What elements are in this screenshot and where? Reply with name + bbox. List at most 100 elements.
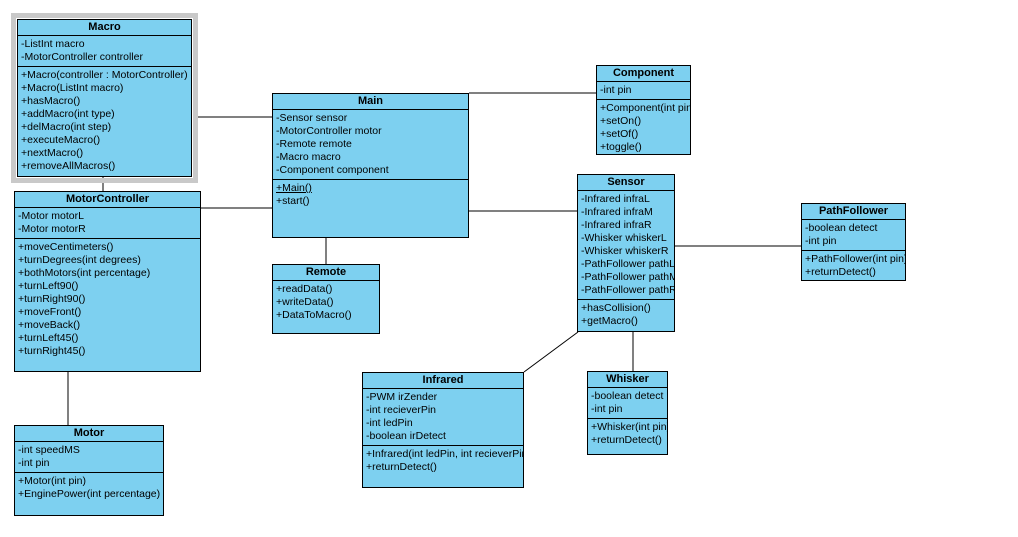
attributes-compartment: -int pin xyxy=(597,81,690,99)
method-row: +executeMacro() xyxy=(21,134,101,146)
class-title: Whisker xyxy=(606,373,649,385)
class-title: MotorController xyxy=(65,193,150,205)
method-row: +returnDetect() xyxy=(805,265,876,278)
attribute-row: -int speedMS xyxy=(18,444,80,456)
class-title: Infrared xyxy=(422,374,464,386)
method-row: +addMacro(int type) xyxy=(21,108,115,120)
attribute-row: -Motor motorR xyxy=(18,223,86,235)
method-row: +moveCentimeters() xyxy=(18,241,114,253)
methods-compartment: +Macro(controller : MotorController)+Mac… xyxy=(18,66,191,176)
method-row: +Infrared(int ledPin, int recieverPin) xyxy=(366,448,523,460)
attributes-compartment: -ListInt macro-MotorController controlle… xyxy=(18,35,191,66)
attribute-row: -Component component xyxy=(276,164,389,176)
attributes-compartment: -int speedMS-int pin xyxy=(15,441,163,472)
method-row: +nextMacro() xyxy=(21,147,84,159)
attribute-row: -Whisker whiskerR xyxy=(581,245,669,257)
class-box-motor[interactable]: Motor-int speedMS-int pin+Motor(int pin)… xyxy=(14,425,164,516)
method-row: +delMacro(int step) xyxy=(21,121,112,133)
method-row: +setOf() xyxy=(600,127,639,140)
attributes-compartment: -Infrared infraL-Infrared infraM-Infrare… xyxy=(578,190,674,299)
attribute-row: -PathFollower pathL xyxy=(581,258,674,270)
method-row: +turnRight45() xyxy=(18,345,86,357)
method-row: +moveFront() xyxy=(18,306,82,318)
class-title: Remote xyxy=(305,266,347,278)
attribute-row: -int recieverPin xyxy=(366,404,437,416)
method-row: +DataToMacro() xyxy=(276,309,352,321)
attribute-row: -MotorController motor xyxy=(276,125,382,137)
class-box-component[interactable]: Component-int pin+Component(int pin)+set… xyxy=(596,65,691,155)
methods-compartment: +Main()+start() xyxy=(273,179,468,237)
attribute-row: -ListInt macro xyxy=(21,38,85,50)
class-box-whisker[interactable]: Whisker-boolean detect-int pin+Whisker(i… xyxy=(587,371,668,455)
method-row: +Component(int pin) xyxy=(600,101,690,114)
attribute-row: -int pin xyxy=(600,84,632,96)
methods-compartment: +PathFollower(int pin)+returnDetect() xyxy=(802,249,905,281)
class-title: PathFollower xyxy=(818,205,889,217)
attribute-row: -boolean detect xyxy=(805,222,878,234)
attributes-compartment: -boolean detect-int pin xyxy=(802,219,905,250)
attribute-row: -int ledPin xyxy=(366,417,413,429)
class-box-infrared[interactable]: Infrared -PWM irZender-int recieverPin-in… xyxy=(362,372,524,488)
class-title: Component xyxy=(612,67,675,79)
attribute-row: -int pin xyxy=(18,457,50,469)
method-row: +moveBack() xyxy=(18,319,81,331)
attribute-row: -boolean irDetect xyxy=(366,430,446,442)
attribute-row: -Remote remote xyxy=(276,138,352,150)
method-row: +EnginePower(int percentage) xyxy=(18,488,161,500)
attribute-row: -PWM irZender xyxy=(366,391,438,403)
method-row: +returnDetect() xyxy=(591,434,662,446)
method-row: +PathFollower(int pin) xyxy=(805,252,905,265)
methods-compartment: +moveCentimeters()+turnDegrees(int degre… xyxy=(15,238,200,371)
class-box-main[interactable]: Main -Sensor sensor-MotorController motor… xyxy=(272,93,469,238)
method-row: +Macro(ListInt macro) xyxy=(21,82,124,94)
method-row: +getMacro() xyxy=(581,315,638,327)
attributes-compartment: -boolean detect-int pin xyxy=(588,387,667,418)
method-row: +turnLeft45() xyxy=(18,332,79,344)
method-row: +returnDetect() xyxy=(366,461,437,473)
methods-compartment: +readData()+writeData()+DataToMacro() xyxy=(273,280,379,333)
attribute-row: -boolean detect xyxy=(591,390,664,402)
attributes-compartment: -PWM irZender-int recieverPin-int ledPin… xyxy=(363,388,523,445)
attribute-row: -PathFollower pathR xyxy=(581,284,674,296)
class-box-motorcontroller[interactable]: MotorController -Motor motorL-Motor motor… xyxy=(14,191,201,372)
methods-compartment: +Whisker(int pin)+returnDetect() xyxy=(588,418,667,454)
attribute-row: -Infrared infraM xyxy=(581,206,653,218)
class-title: Motor xyxy=(73,427,105,439)
attributes-compartment: -Sensor sensor-MotorController motor-Rem… xyxy=(273,109,468,179)
method-row: +Motor(int pin) xyxy=(18,475,86,487)
method-row: +removeAllMacros() xyxy=(21,160,116,172)
methods-compartment: +Motor(int pin)+EnginePower(int percenta… xyxy=(15,472,163,515)
class-box-pathfollower[interactable]: PathFollower-boolean detect-int pin+Path… xyxy=(801,203,906,281)
method-row: +bothMotors(int percentage) xyxy=(18,267,151,279)
attribute-row: -PathFollower pathM xyxy=(581,271,674,283)
method-row: +toggle() xyxy=(600,140,642,153)
selection-frame xyxy=(11,13,198,183)
method-row: +writeData() xyxy=(276,296,334,308)
attribute-row: -Motor motorL xyxy=(18,210,84,222)
attribute-row: -Whisker whiskerL xyxy=(581,232,667,244)
method-row: +hasCollision() xyxy=(581,302,651,314)
method-row: +Whisker(int pin) xyxy=(591,421,667,433)
class-title: Main xyxy=(357,95,384,107)
class-title: Sensor xyxy=(607,176,645,188)
methods-compartment: +Component(int pin)+setOn()+setOf()+togg… xyxy=(597,98,690,154)
attribute-row: -MotorController controller xyxy=(21,51,143,63)
method-row: +start() xyxy=(276,195,310,207)
attribute-row: -int pin xyxy=(591,403,623,415)
method-row: +turnRight90() xyxy=(18,293,86,305)
attribute-row: -Infrared infraR xyxy=(581,219,652,231)
method-row: +Macro(controller : MotorController) xyxy=(21,69,188,81)
methods-compartment: +hasCollision()+getMacro() xyxy=(578,299,674,331)
connector-sensor-infrared[interactable] xyxy=(523,331,579,373)
methods-compartment: +Infrared(int ledPin, int recieverPin)+r… xyxy=(363,445,523,487)
method-row: +readData() xyxy=(276,283,333,295)
class-box-sensor[interactable]: Sensor -Infrared infraL-Infrared infraM-I… xyxy=(577,174,675,332)
method-row: +hasMacro() xyxy=(21,95,81,107)
class-box-remote[interactable]: Remote +readData()+writeData()+DataToMacr… xyxy=(272,264,380,334)
class-box-macro[interactable]: Macro-ListInt macro-MotorController cont… xyxy=(17,19,192,177)
attribute-row: -Infrared infraL xyxy=(581,193,650,205)
method-row: +turnLeft90() xyxy=(18,280,79,292)
attribute-row: -Sensor sensor xyxy=(276,112,348,124)
class-title: Macro xyxy=(88,21,121,33)
